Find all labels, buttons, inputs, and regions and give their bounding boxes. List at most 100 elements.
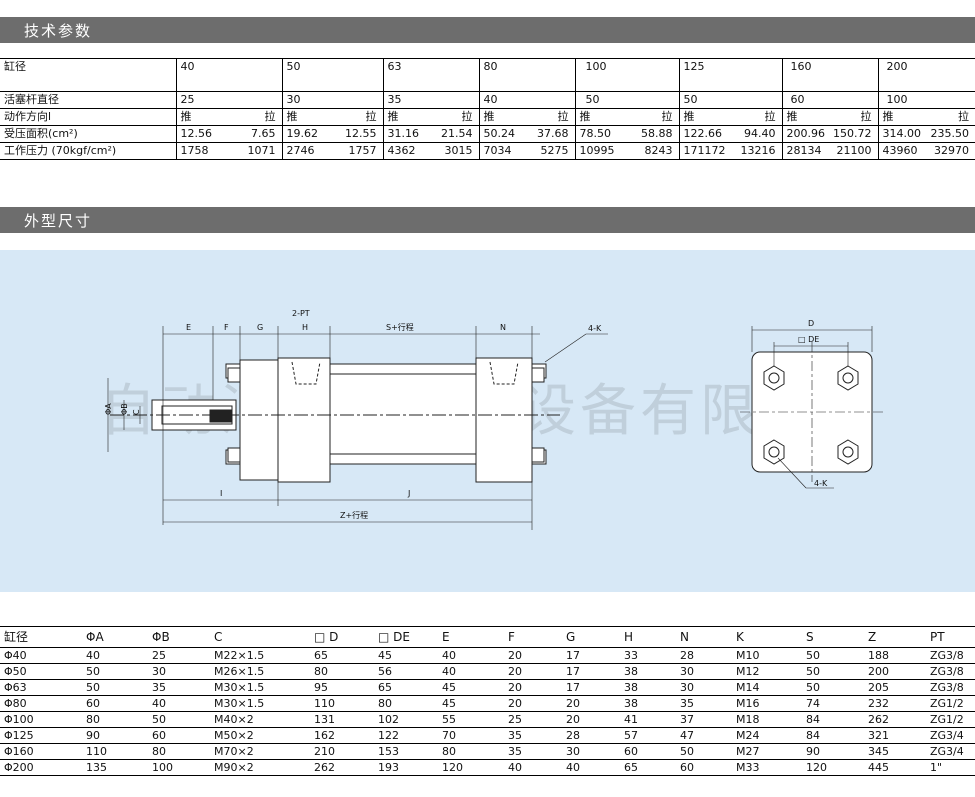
port-icon [489,361,519,385]
cell-E: 40 [438,663,504,680]
bore-value: 160 [781,58,878,92]
cell-DE: 56 [374,663,438,680]
cell-C: M90×2 [210,759,310,776]
cell-K: M27 [732,743,802,760]
cell-PT: ZG3/4 [926,743,975,760]
cell-H: 38 [620,663,676,680]
cell-N: 50 [676,743,732,760]
cell-D: 262 [310,759,374,776]
cell-S: 74 [802,695,864,712]
cell-bore: Φ160 [0,743,82,760]
force-pull: 1757 [348,144,377,157]
cell-E: 55 [438,711,504,728]
outline-dims-title: 外型尺寸 [24,212,93,230]
cell-H: 38 [620,695,676,712]
rod-value: 50 [678,91,782,109]
cell-H: 41 [620,711,676,728]
cell-F: 25 [504,711,562,728]
front-cover [239,359,279,481]
cell-bore: Φ100 [0,711,82,728]
cell-Z: 188 [864,647,926,664]
force-push: 4362 [387,144,416,157]
col-header-K: K [732,626,802,648]
rod-label: 活塞杆直径 [0,91,176,109]
nut-icon [531,447,545,463]
cell-K: M24 [732,727,802,744]
col-header-PT: PT [926,626,975,648]
cell-DE: 193 [374,759,438,776]
cell-bore: Φ125 [0,727,82,744]
col-header-F: F [504,626,562,648]
cell-A: 90 [82,727,148,744]
label-4K-end: 4-K [814,479,828,488]
force-push: 171172 [683,144,726,157]
cell-PT: 1" [926,759,975,776]
pull-label: 拉 [764,110,776,123]
dimension-header-row: 缸径 ΦA ΦB C □ D □ DE E F G H N K S Z PT [0,626,975,648]
cell-F: 20 [504,647,562,664]
cell-S: 120 [802,759,864,776]
cell-bore: Φ80 [0,695,82,712]
cell-B: 60 [148,727,210,744]
cell-E: 70 [438,727,504,744]
area-pull: 94.40 [744,127,776,140]
cell-K: M16 [732,695,802,712]
cell-Z: 205 [864,679,926,696]
bore-label: 缸径 [0,58,176,92]
cell-K: M18 [732,711,802,728]
dimension-table: 缸径 ΦA ΦB C □ D □ DE E F G H N K S Z PT Φ… [0,626,975,776]
cell-N: 47 [676,727,732,744]
cell-DE: 102 [374,711,438,728]
cell-E: 80 [438,743,504,760]
area-push: 50.24 [483,127,516,140]
cell-K: M12 [732,663,802,680]
cell-E: 120 [438,759,504,776]
cell-C: M26×1.5 [210,663,310,680]
cell-B: 50 [148,711,210,728]
bolt-hex-icon [837,439,859,465]
cell-A: 50 [82,679,148,696]
cell-PT: ZG3/8 [926,647,975,664]
pull-label: 拉 [557,110,569,123]
cell-G: 17 [562,679,620,696]
cell-D: 65 [310,647,374,664]
cell-bore: Φ50 [0,663,82,680]
rear-cap [475,357,533,483]
bore-value: 200 [877,58,975,92]
direction-label: 动作方向l [0,108,176,126]
cell-S: 50 [802,647,864,664]
cell-B: 80 [148,743,210,760]
cell-S: 50 [802,679,864,696]
col-header-D: □ D [310,626,374,648]
label-DE: □ DE [798,335,819,344]
cell-A: 80 [82,711,148,728]
cell-G: 17 [562,647,620,664]
cell-C: M22×1.5 [210,647,310,664]
cell-D: 95 [310,679,374,696]
label-H: H [302,323,308,332]
label-C: C [132,409,141,415]
label-J: J [407,489,410,498]
area-pull: 58.88 [641,127,673,140]
cell-DE: 122 [374,727,438,744]
bore-value: 80 [478,58,575,92]
cell-Z: 345 [864,743,926,760]
push-label: 推 [786,110,798,123]
cell-PT: ZG3/4 [926,727,975,744]
cylinder-drawing-panel: 自动汇控自动化设备有限公司 [0,250,975,592]
cell-DE: 80 [374,695,438,712]
pull-label: 拉 [958,110,969,123]
cell-A: 50 [82,663,148,680]
cell-bore: Φ200 [0,759,82,776]
cell-A: 135 [82,759,148,776]
area-label: 受压面积(cm²) [0,125,176,143]
cell-F: 20 [504,679,562,696]
bore-value: 50 [281,58,383,92]
cell-H: 57 [620,727,676,744]
col-header-H: H [620,626,676,648]
label-A: ΦA [104,403,113,415]
